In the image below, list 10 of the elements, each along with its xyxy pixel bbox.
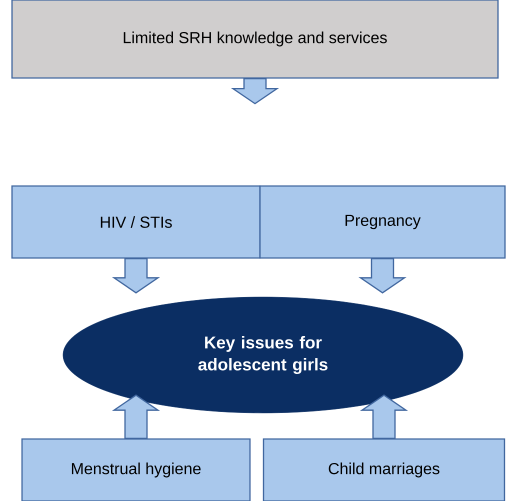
process-box: HIV / STIs	[11, 185, 261, 259]
block-arrow	[112, 394, 160, 439]
block-arrow	[230, 78, 280, 104]
process-box: Menstrual hygiene	[21, 438, 251, 501]
process-box: Pregnancy	[259, 185, 506, 259]
block-arrow	[358, 258, 407, 294]
process-box: Child marriages	[262, 438, 506, 501]
block-arrow	[360, 394, 408, 439]
block-arrow	[112, 258, 160, 294]
process-box: Limited SRH knowledge and services	[11, 0, 499, 79]
